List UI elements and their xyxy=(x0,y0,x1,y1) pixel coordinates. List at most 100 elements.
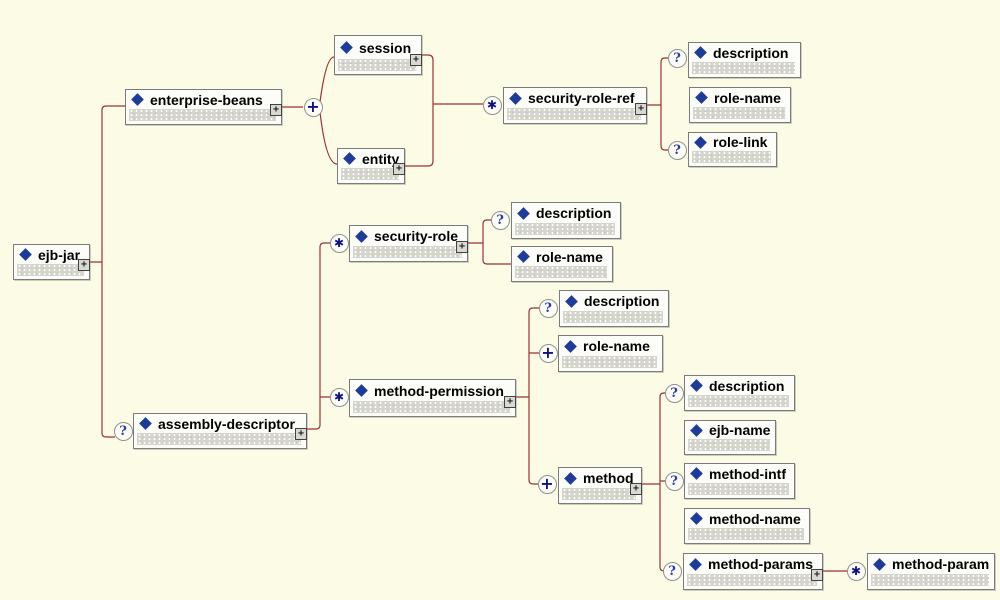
element-content-area xyxy=(562,488,636,500)
node-assembly-descriptor[interactable]: assembly-descriptor + xyxy=(133,413,307,449)
node-method-name[interactable]: method-name xyxy=(684,508,810,544)
element-label: description xyxy=(584,293,660,309)
node-description-3[interactable]: description xyxy=(559,290,669,327)
node-role-link[interactable]: role-link xyxy=(688,132,777,167)
node-method[interactable]: method + xyxy=(558,467,642,504)
element-content-area xyxy=(688,395,789,407)
element-diamond-icon xyxy=(690,467,703,480)
element-content-area xyxy=(688,439,770,451)
element-label: security-role-ref xyxy=(528,90,635,106)
element-content-area xyxy=(341,168,399,180)
node-method-intf[interactable]: method-intf xyxy=(684,463,795,499)
expand-children-icon[interactable]: + xyxy=(270,104,282,116)
expand-children-icon[interactable]: + xyxy=(630,483,642,495)
element-content-area xyxy=(692,151,771,163)
element-content-area xyxy=(137,433,301,445)
element-content-area xyxy=(688,483,789,495)
element-diamond-icon xyxy=(564,339,577,353)
element-label: role-name xyxy=(583,338,650,354)
element-content-area xyxy=(688,528,804,540)
occurrence-optional-icon: ? xyxy=(662,561,682,581)
element-diamond-icon xyxy=(517,250,530,263)
element-content-area xyxy=(562,356,657,368)
node-role-name-2[interactable]: role-name xyxy=(511,246,613,282)
expand-children-icon[interactable]: + xyxy=(811,569,823,581)
expand-children-icon[interactable]: + xyxy=(456,241,468,253)
occurrence-zero-or-more-icon: ✱ xyxy=(846,561,866,581)
occurrence-one-or-more-icon: + xyxy=(537,474,557,494)
element-label: session xyxy=(359,39,412,56)
node-ejb-jar[interactable]: ejb-jar + xyxy=(13,244,90,280)
element-content-area xyxy=(353,246,462,258)
element-content-area xyxy=(129,109,276,121)
element-label: method-params xyxy=(708,556,814,572)
element-content-area xyxy=(563,311,663,323)
element-content-area xyxy=(17,264,84,276)
element-label: description xyxy=(713,44,789,61)
occurrence-optional-icon: ? xyxy=(664,383,684,403)
element-diamond-icon xyxy=(19,248,32,261)
node-security-role[interactable]: security-role + xyxy=(349,225,468,262)
element-content-area xyxy=(687,574,817,586)
element-label: enterprise-beans xyxy=(150,91,263,108)
node-description-4[interactable]: description xyxy=(684,375,795,411)
element-label: ejb-jar xyxy=(38,246,81,263)
element-label: entity xyxy=(362,150,400,167)
element-diamond-icon xyxy=(873,557,886,571)
element-label: description xyxy=(709,377,785,394)
element-label: method-param xyxy=(892,556,990,572)
expand-children-icon[interactable]: + xyxy=(295,428,307,440)
element-label: role-name xyxy=(714,89,781,106)
element-content-area xyxy=(507,108,641,120)
element-content-area xyxy=(693,107,785,119)
element-label: method xyxy=(583,470,634,486)
element-label: description xyxy=(536,205,612,221)
element-diamond-icon xyxy=(139,417,152,430)
element-diamond-icon xyxy=(355,229,368,243)
node-entity[interactable]: entity + xyxy=(337,148,405,184)
element-content-area xyxy=(338,59,416,71)
element-diamond-icon xyxy=(131,93,144,106)
element-content-area xyxy=(515,223,615,235)
node-security-role-ref[interactable]: security-role-ref + xyxy=(503,87,647,124)
node-role-name-1[interactable]: role-name xyxy=(689,87,791,123)
element-diamond-icon xyxy=(355,384,368,397)
element-label: method-intf xyxy=(709,465,786,482)
expand-children-icon[interactable]: + xyxy=(635,103,647,115)
node-ejb-name[interactable]: ejb-name xyxy=(684,420,776,455)
node-method-params[interactable]: method-params + xyxy=(683,553,823,590)
element-diamond-icon xyxy=(694,135,707,149)
expand-children-icon[interactable]: + xyxy=(504,396,516,408)
node-description-1[interactable]: description xyxy=(688,42,801,78)
occurrence-zero-or-more-icon: ✱ xyxy=(329,233,349,253)
expand-children-icon[interactable]: + xyxy=(410,54,422,66)
element-diamond-icon xyxy=(694,46,707,59)
node-method-param[interactable]: method-param xyxy=(867,553,995,590)
element-label: role-name xyxy=(536,248,603,265)
element-label: method-permission xyxy=(374,382,504,399)
expand-children-icon[interactable]: + xyxy=(78,259,90,271)
occurrence-optional-icon: ? xyxy=(664,471,684,491)
node-session[interactable]: session + xyxy=(334,35,422,75)
expand-children-icon[interactable]: + xyxy=(393,163,405,175)
occurrence-optional-icon: ? xyxy=(667,140,687,160)
element-label: ejb-name xyxy=(709,422,771,438)
occurrence-optional-icon: ? xyxy=(490,210,510,230)
element-label: security-role xyxy=(374,228,459,244)
element-diamond-icon xyxy=(517,206,530,220)
element-content-area xyxy=(515,266,607,278)
node-enterprise-beans[interactable]: enterprise-beans + xyxy=(125,89,282,125)
occurrence-one-or-more-icon: + xyxy=(303,97,323,117)
node-role-name-3[interactable]: role-name xyxy=(558,335,663,372)
node-description-2[interactable]: description xyxy=(511,202,621,239)
element-content-area xyxy=(871,574,989,586)
node-method-permission[interactable]: method-permission + xyxy=(349,379,516,417)
occurrence-zero-or-more-icon: ✱ xyxy=(329,387,349,407)
element-diamond-icon xyxy=(690,512,703,525)
element-content-area xyxy=(353,401,510,413)
element-diamond-icon xyxy=(689,557,702,571)
element-diamond-icon xyxy=(690,423,703,437)
element-diamond-icon xyxy=(565,294,578,308)
